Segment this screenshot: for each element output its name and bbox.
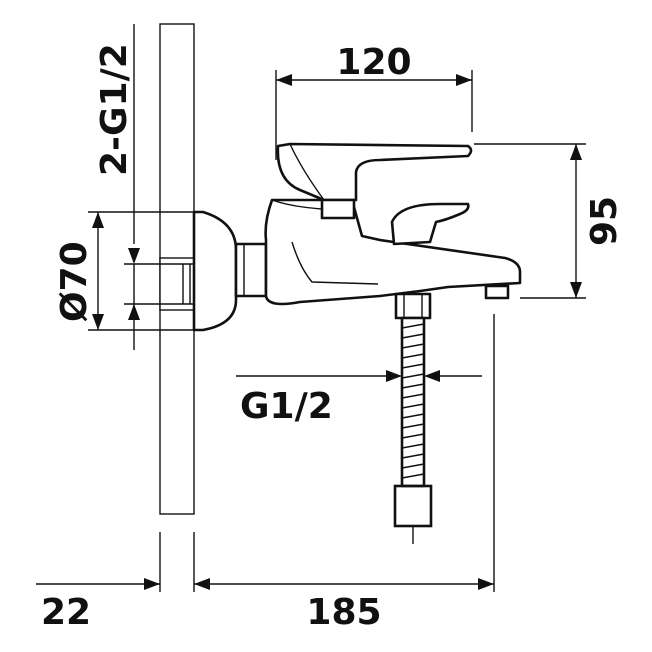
height-label: 95 (584, 196, 625, 246)
wall-thickness-label: 22 (41, 592, 91, 633)
dimension-flange-diameter: Ø70 (54, 211, 194, 331)
flange-diameter-label: Ø70 (54, 241, 95, 322)
lever-handle (276, 142, 473, 220)
dimension-inlet-thread: 2-G1/2 (94, 24, 160, 350)
dimension-height: 95 (474, 143, 625, 299)
dimension-bottom: 22 185 (36, 314, 495, 633)
dimension-spout-length: 120 (275, 42, 473, 160)
wall-flange (192, 210, 268, 332)
wall-section (159, 23, 195, 515)
projection-label: 185 (306, 592, 381, 633)
dimension-hose-thread: G1/2 (236, 330, 482, 427)
shower-outlet (394, 292, 432, 320)
shower-hose (393, 316, 433, 544)
inlet-thread-label: 2-G1/2 (94, 43, 135, 176)
diverter-knob (390, 202, 470, 246)
hose-thread-label: G1/2 (240, 386, 333, 427)
spout-tip (484, 284, 510, 300)
spout-length-label: 120 (336, 42, 411, 83)
mixer-body (264, 198, 522, 306)
